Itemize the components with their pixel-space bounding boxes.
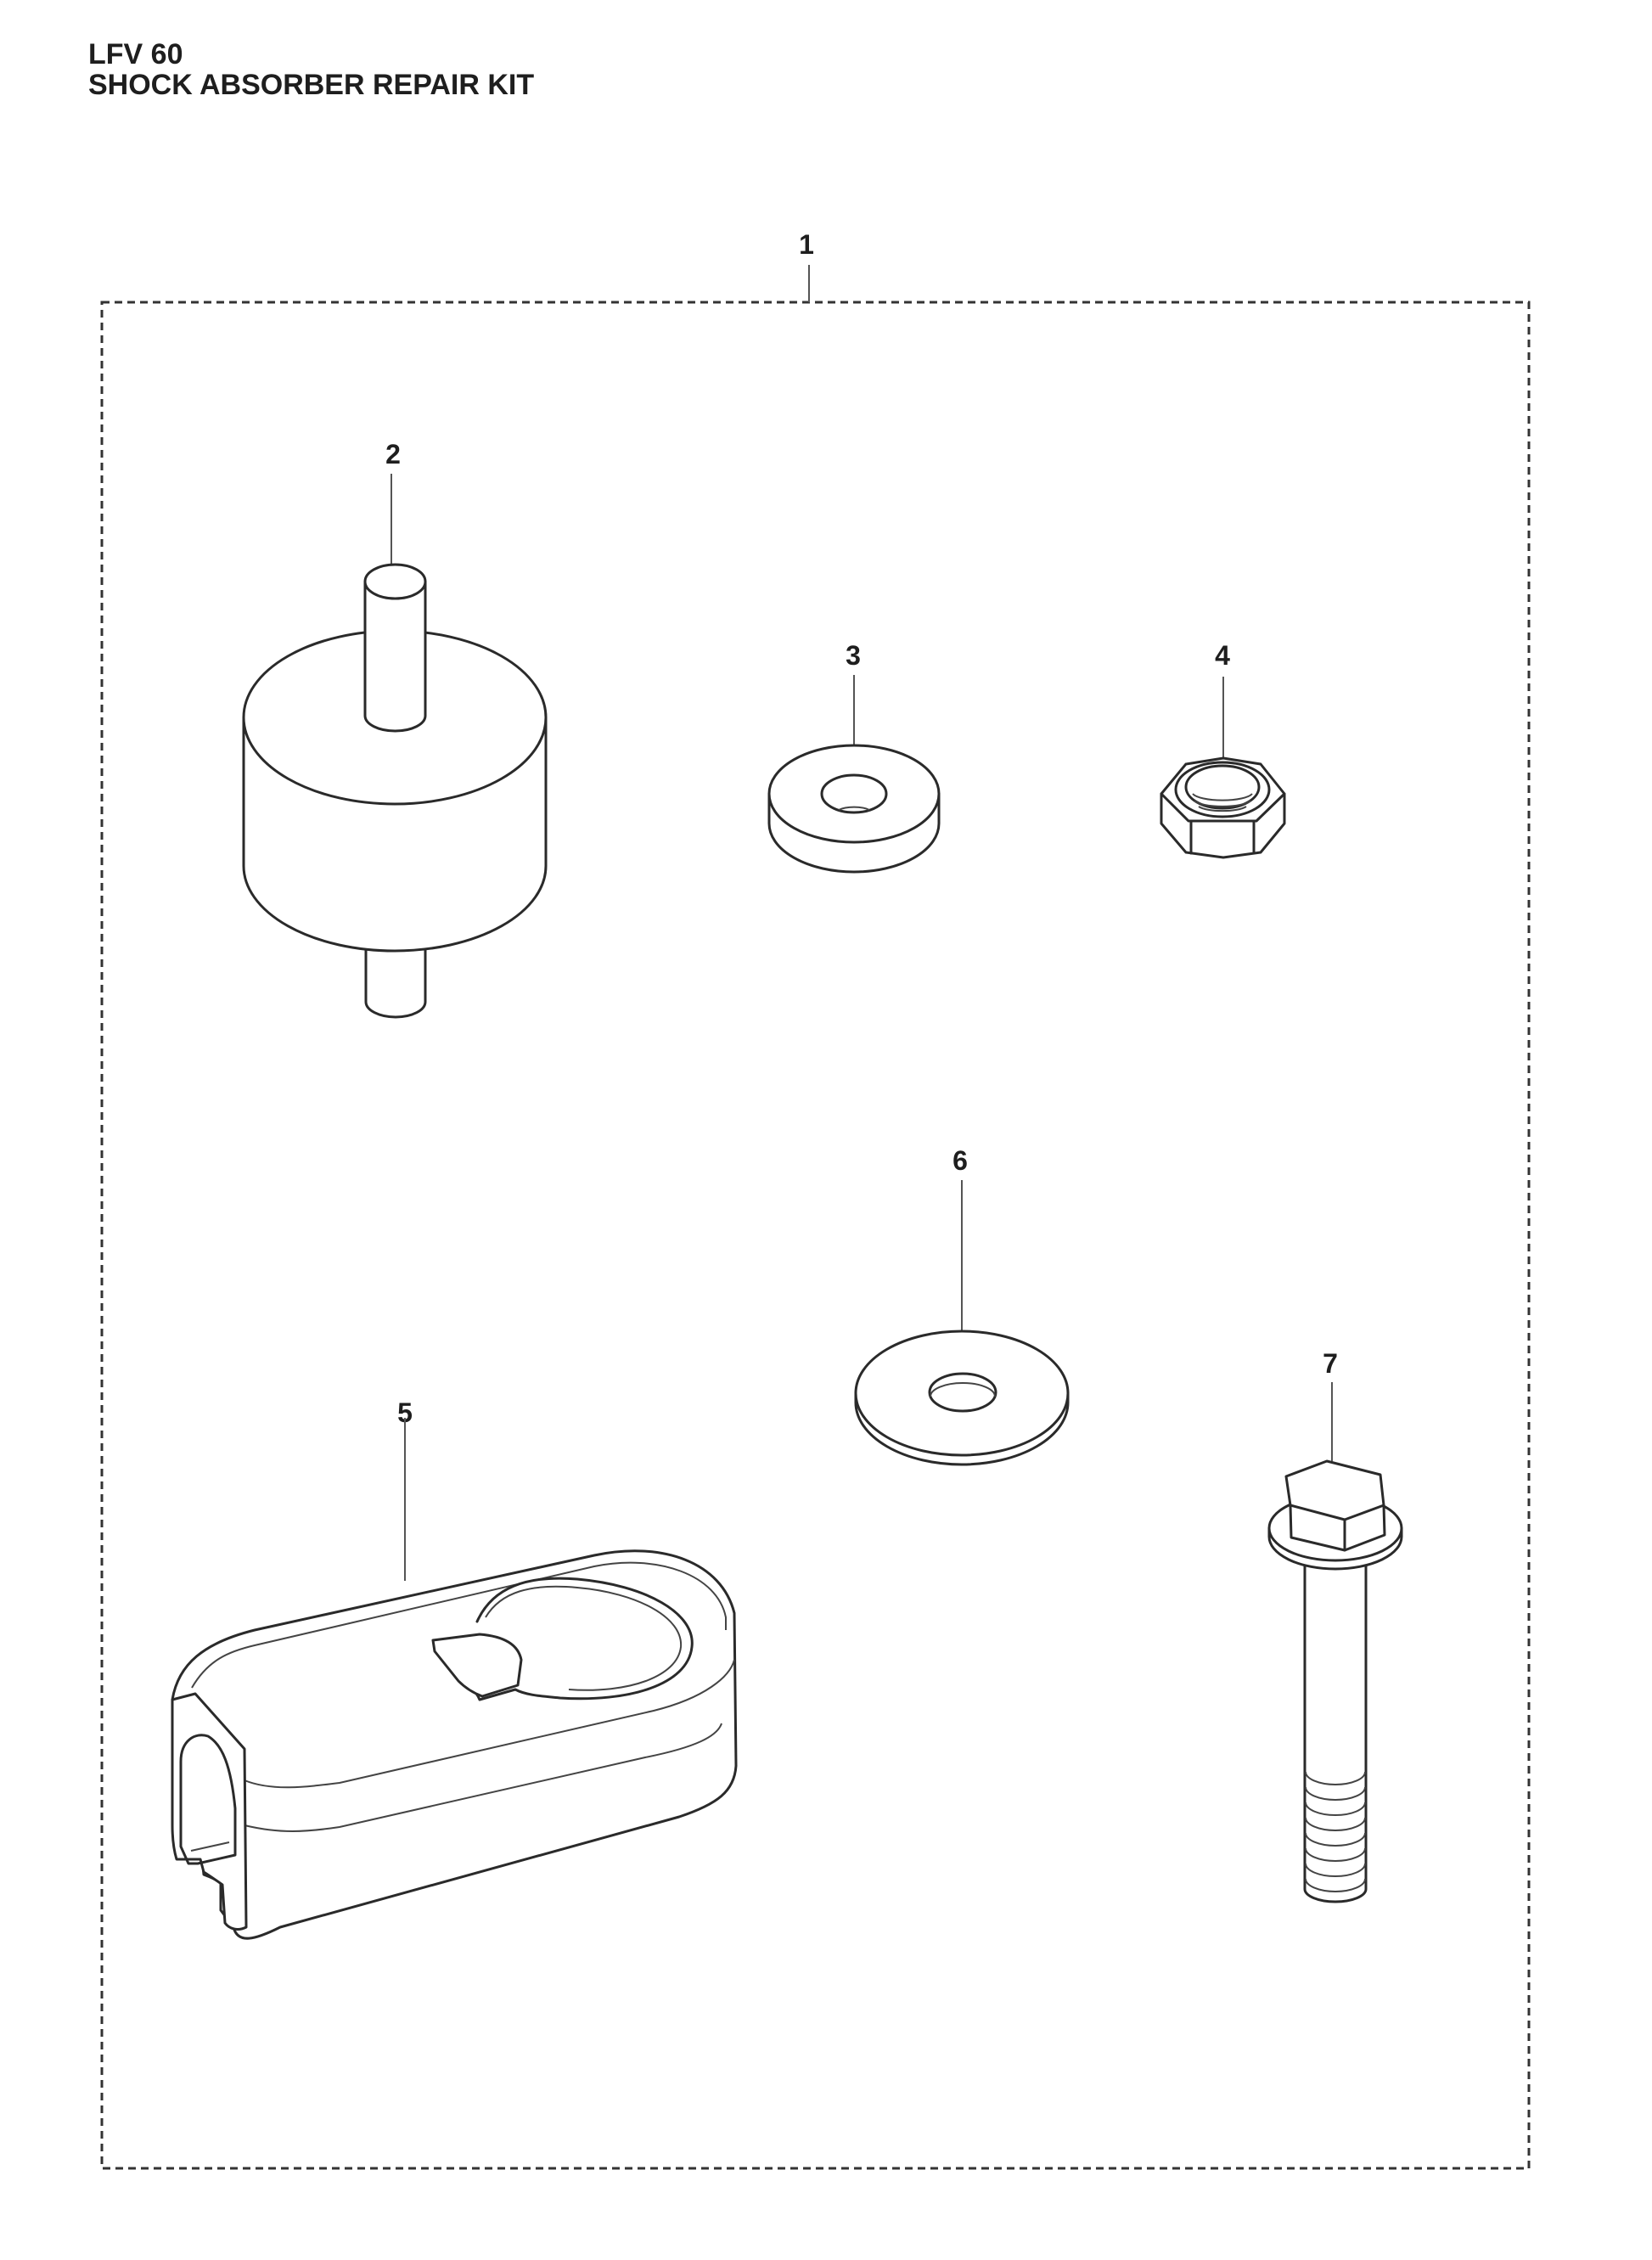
callout-part-7: 7 [1323, 1348, 1338, 1379]
callout-part-3: 3 [846, 640, 861, 671]
rubber-shock-absorber-icon [242, 474, 548, 1019]
callout-part-5: 5 [397, 1397, 413, 1428]
callout-kit: 1 [799, 229, 814, 260]
callout-part-4: 4 [1215, 640, 1230, 671]
model-name: LFV 60 [88, 38, 183, 70]
flange-bolt-icon [1267, 1382, 1403, 1903]
hex-nut-icon [1160, 677, 1286, 859]
diagram-title: SHOCK ABSORBER REPAIR KIT [88, 69, 535, 101]
handle-clamp-cover-icon [171, 1418, 738, 1940]
thick-washer-icon [767, 675, 941, 874]
callout-part-2: 2 [385, 439, 401, 469]
callout-part-6: 6 [952, 1145, 968, 1176]
page-header: LFV 60 SHOCK ABSORBER REPAIR KIT [88, 39, 534, 100]
kit-boundary-box [100, 265, 1531, 2170]
flat-washer-icon [854, 1180, 1070, 1466]
